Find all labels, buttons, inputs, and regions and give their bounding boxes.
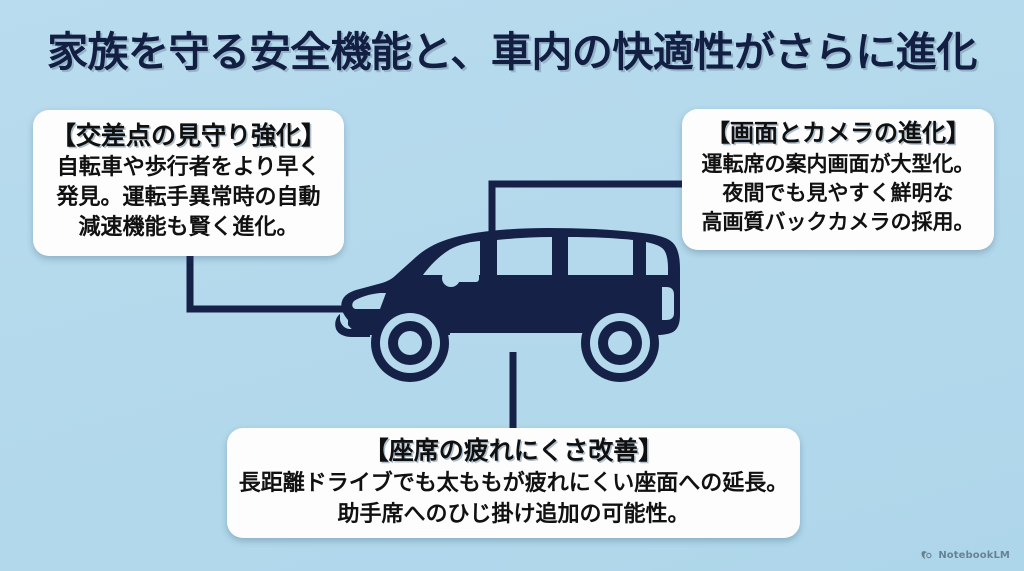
callout-right-body: 運転席の案内画面が大型化。 夜間でも見やすく鮮明な 高画質バックカメラの採用。 — [682, 150, 994, 237]
callout-bottom-heading: 【座席の疲れにくさ改善】 — [363, 436, 664, 465]
callout-left-line-1: 自転車や歩行者をより早く — [56, 155, 321, 180]
callout-left: 【交差点の見守り強化】 自転車や歩行者をより早く 発見。運転手異常時の自動 減速… — [33, 110, 344, 256]
callout-right: 【画面とカメラの進化】 運転席の案内画面が大型化。 夜間でも見やすく鮮明な 高画… — [682, 109, 994, 250]
page-title: 家族を守る安全機能と、車内の快適性がさらに進化 — [47, 28, 977, 76]
minivan-illustration — [335, 228, 680, 382]
callout-left-heading: 【交差点の見守り強化】 — [50, 121, 326, 150]
car-quarter-window — [646, 242, 668, 275]
car-taillight — [662, 287, 674, 320]
car-wheels — [371, 304, 659, 382]
connector-right — [488, 180, 688, 243]
callout-bottom: 【座席の疲れにくさ改善】 長距離ドライブでも太ももが疲れにくい座面への延長。 助… — [227, 428, 800, 538]
callout-left-line-2: 発見。運転手異常時の自動 — [56, 185, 321, 210]
callout-right-line-1: 運転席の案内画面が大型化。 — [701, 152, 975, 176]
callout-bottom-line-1: 長距離ドライブでも太ももが疲れにくい座面への延長。 — [238, 471, 789, 496]
callout-bottom-line-2: 助手席へのひじ掛け追加の可能性。 — [337, 502, 690, 527]
car-headlight — [352, 293, 386, 309]
callout-right-line-3: 高画質バックカメラの採用。 — [701, 210, 975, 234]
callout-right-heading: 【画面とカメラの進化】 — [706, 119, 970, 147]
car-rear-door-window — [568, 237, 633, 275]
callout-right-line-2: 夜間でも見やすく鮮明な — [722, 181, 954, 205]
car-rocker-gap — [450, 333, 596, 343]
car-front-bumper — [335, 314, 370, 337]
callout-left-body: 自転車や歩行者をより早く 発見。運転手異常時の自動 減速機能も賢く進化。 — [33, 153, 344, 243]
car-door-handle — [451, 273, 479, 282]
connector-left — [186, 252, 366, 313]
car-windshield — [423, 241, 480, 275]
callout-left-line-3: 減速機能も賢く進化。 — [78, 215, 299, 240]
callout-bottom-body: 長距離ドライブでも太ももが疲れにくい座面への延長。 助手席へのひじ掛け追加の可能… — [227, 468, 800, 530]
watermark: NotebookLM — [921, 549, 1010, 562]
notebooklm-icon — [921, 551, 932, 560]
watermark-label: NotebookLM — [938, 550, 1010, 561]
car-front-door-window — [497, 237, 552, 275]
